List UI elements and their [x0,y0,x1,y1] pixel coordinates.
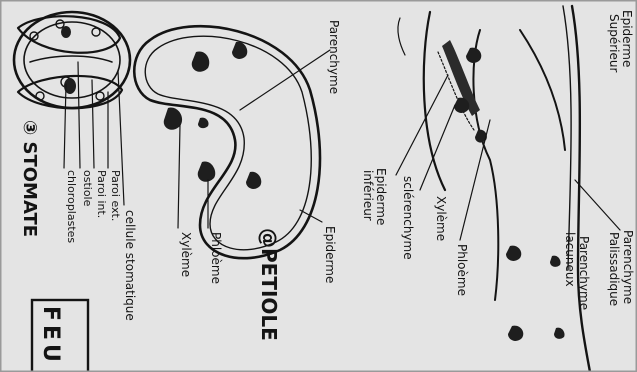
leaf-vessel-1 [466,48,481,63]
petiole-bundle-5 [246,172,261,189]
label-epiderme-inferieur-2: inférieur [361,170,375,221]
leader-palissadique [575,180,620,230]
leader-chloroplastes [64,84,66,168]
label-cellule-stomatique: cellule stomatique [123,210,137,321]
label-parenchyme: Parenchyme [327,20,341,94]
petiole-bundle-1 [232,42,247,59]
nucleus-upper [61,26,71,38]
leaf-vessel-6 [550,256,561,267]
label-phloeme-leaf: Phloème [455,244,469,296]
label-sclerenchyme: sclérenchyme [401,176,415,260]
petiole-bundle-2 [192,51,210,71]
petiole-bundle-4 [198,162,216,182]
label-xyleme-leaf: Xylème [434,196,448,241]
label-petiole-phloeme: Phloème [209,232,223,284]
petiole-epidermis-inner [145,36,311,250]
leaf-vessel-5 [508,326,523,341]
leader-sclerenchyme [396,75,448,175]
label-ostiole: ostiole [81,170,94,207]
label-chloroplastes: chloroplastes [65,170,78,243]
lower-epidermis-tick [398,18,405,55]
label-parenchyme-palissadique-2: Palissadique [607,232,621,306]
label-epiderme-superieur-1: Epiderme [620,10,634,67]
petiole-title: @PETIOLE [257,228,281,341]
label-parenchyme-lacuneux-1: Parenchyme [577,236,591,310]
petiole-section [134,26,330,258]
label-parenchyme-lacuneux-2: lacuneux [563,232,577,287]
petiole-bundle-6 [198,118,209,129]
label-paroi-int: Paroi int. [95,170,108,218]
petiole-outline [134,26,320,258]
chloroplast-6 [96,92,104,100]
upper-epidermis-line [572,6,590,372]
leaf-vessel-7 [554,328,565,339]
label-petiole-xyleme: Xylème [179,232,193,277]
stomate-title: ③ STOMATE [19,120,40,237]
leader-ostiole [78,62,80,168]
label-epiderme-inferieur-1: Epiderme [374,168,388,225]
leaf-vessel-4 [506,246,521,261]
stomate-outer [14,12,130,108]
petiole-bundle-3 [164,108,182,130]
leader-parenchyme [240,50,330,110]
label-parenchyme-palissadique-1: Parenchyme [621,230,635,304]
chloroplast-3 [92,28,100,36]
label-paroi-ext: Paroi ext. [109,170,122,221]
label-epiderme-superieur-2: Supérieur [607,14,621,72]
leader-petiole-xyleme [178,125,180,228]
label-petiole-epiderme: Epiderme [323,226,337,283]
ostiole-slit [30,56,112,62]
feu-text: FEU [38,306,63,366]
palisade-boundary-line [520,30,565,150]
leader-phloeme [460,120,490,240]
leaf-section [396,6,620,372]
vein-line [473,30,498,300]
